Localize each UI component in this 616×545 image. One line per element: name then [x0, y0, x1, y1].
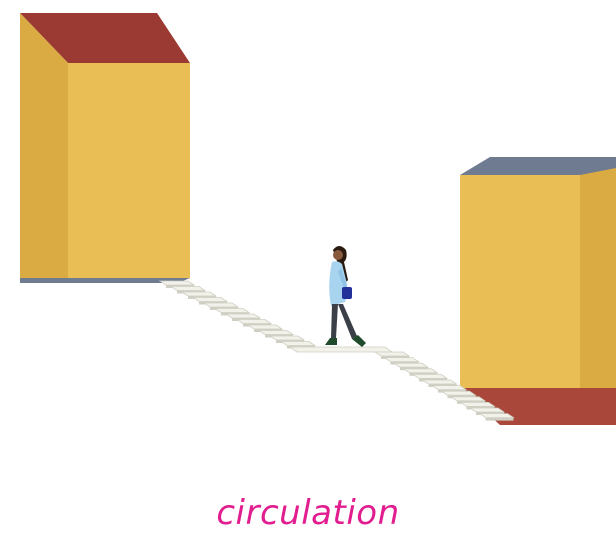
left-block-front-wall — [68, 63, 190, 278]
stair-step-lower — [392, 362, 430, 368]
stair-step-lower — [459, 401, 496, 407]
walking-person — [325, 246, 366, 347]
stair-step-lower — [478, 413, 515, 419]
person-right-leg — [338, 304, 357, 339]
stair-step-upper — [213, 308, 251, 313]
diagram-caption: circulation — [216, 493, 400, 533]
left-block-base — [20, 278, 190, 283]
person-bag — [342, 287, 352, 299]
stair-step-lower — [421, 379, 458, 385]
stair-step-lower-riser — [485, 417, 514, 421]
person-left-leg — [331, 304, 338, 338]
staircase — [158, 280, 515, 421]
stair-step-upper — [246, 324, 284, 330]
stair-step-upper — [268, 335, 306, 341]
left-block-roof — [20, 13, 190, 63]
right-block-front-wall — [460, 175, 580, 388]
stair-step-lower — [449, 396, 487, 402]
right-block-side-wall — [580, 168, 616, 388]
right-block-top — [460, 157, 616, 175]
stair-step-upper — [224, 313, 262, 319]
stair-landing — [288, 346, 394, 353]
stair-step-upper — [235, 319, 273, 324]
stair-step-lower — [468, 407, 506, 413]
stair-step-lower — [383, 357, 420, 363]
stair-step-upper — [180, 291, 218, 297]
person-right-boot — [352, 335, 366, 347]
stair-step-upper — [191, 297, 229, 302]
stair-step-upper — [158, 280, 196, 286]
person-arm — [338, 268, 347, 288]
stair-step-lower — [411, 373, 449, 379]
stair-step-lower — [430, 385, 468, 391]
left-block-side-wall — [20, 13, 68, 278]
stair-step-upper — [202, 302, 240, 308]
stair-step-upper — [257, 330, 295, 335]
left-building-block — [20, 13, 190, 283]
stair-step-lower — [373, 351, 411, 357]
stair-step-lower — [440, 390, 477, 396]
stair-step-upper — [169, 286, 207, 291]
person-head — [333, 250, 343, 260]
right-building-block — [460, 157, 616, 425]
stair-step-lower — [402, 368, 439, 374]
stair-step-upper — [279, 341, 317, 346]
person-left-boot — [325, 338, 337, 345]
